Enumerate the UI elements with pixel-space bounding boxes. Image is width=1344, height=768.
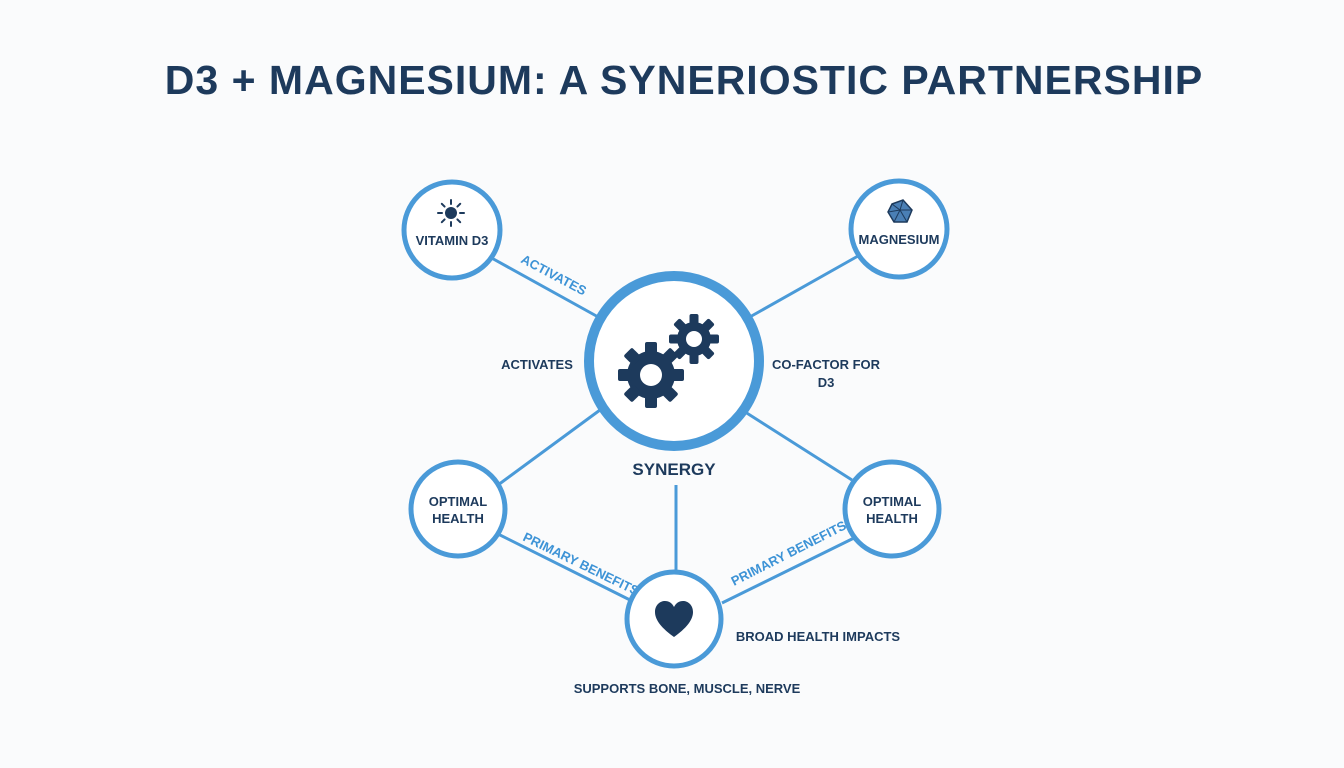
node-label-optimal-left-1: OPTIMAL: [429, 494, 488, 509]
crystal-icon: [887, 199, 913, 223]
connectors: [487, 254, 859, 605]
edge-synergy-health-right: [741, 408, 853, 482]
annotation-cofactor-line1: CO-FACTOR FOR: [772, 357, 881, 372]
node-benefits: [624, 569, 724, 669]
node-optimal-health-left: OPTIMAL HEALTH: [408, 459, 508, 559]
node-label-magnesium: MAGNESIUM: [859, 232, 940, 247]
edge-label-primary-benefits-right: PRIMARY BENEFITS: [729, 517, 849, 588]
node-vitamin-d3: VITAMIN D3: [401, 179, 503, 281]
heart-icon: [655, 601, 693, 637]
annotation-cofactor-line2: D3: [818, 375, 835, 390]
edge-magnesium-synergy: [747, 254, 859, 320]
edge-label-primary-benefits-left: PRIMARY BENEFITS: [521, 529, 642, 598]
page-title: D3 + MAGNESIUM: A SYNERIOSTIC PARTNERSHI…: [165, 57, 1203, 103]
node-label-synergy: SYNERGY: [632, 460, 716, 479]
node-optimal-health-right: OPTIMAL HEALTH: [842, 459, 942, 559]
node-label-vitamin-d3: VITAMIN D3: [416, 233, 489, 248]
annotation-broad-health: BROAD HEALTH IMPACTS: [736, 629, 901, 644]
node-label-optimal-right-2: HEALTH: [866, 511, 918, 526]
edge-d3-synergy: [487, 254, 601, 320]
gears-icon: [618, 314, 719, 408]
node-label-optimal-right-1: OPTIMAL: [863, 494, 922, 509]
sun-icon: [437, 199, 465, 227]
annotation-supports: SUPPORTS BONE, MUSCLE, NERVE: [574, 681, 801, 696]
node-synergy: SYNERGY: [584, 271, 764, 479]
edge-health-left-benefits: [495, 531, 633, 603]
edge-synergy-health-left: [497, 408, 601, 487]
annotation-activates: ACTIVATES: [501, 357, 573, 372]
node-label-optimal-left-2: HEALTH: [432, 511, 484, 526]
node-magnesium: MAGNESIUM: [848, 178, 950, 280]
edge-health-right-benefits: [721, 536, 855, 605]
